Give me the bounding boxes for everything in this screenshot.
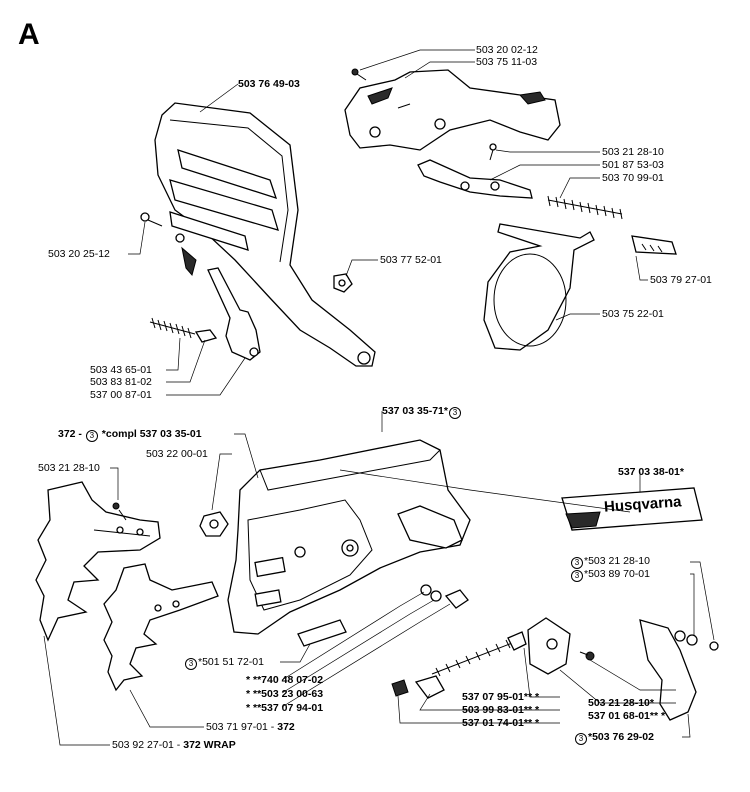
circle-mark: 3 <box>85 430 98 442</box>
label-503-92-27-01: 503 92 27-01 - 372 WRAP <box>112 739 236 751</box>
leader-lines <box>43 49 715 746</box>
brake-spring <box>547 195 623 220</box>
label-503-92-27-01-text: 503 92 27-01 - <box>112 739 181 751</box>
label-503-21-28-10-right-text: *503 21 28-10 <box>584 555 650 567</box>
brake-latch <box>417 159 533 199</box>
label-503-76-49-03: 503 76 49-03 <box>238 78 300 90</box>
chain-brake-handle <box>154 102 376 367</box>
sheet-letter: A <box>18 18 40 51</box>
circle-mark: 3 <box>448 407 461 419</box>
label-503-71-97-01-text: 503 71 97-01 - <box>206 721 275 733</box>
circle-mark: 3 <box>575 733 587 745</box>
nut-503-77-52-01 <box>333 273 353 293</box>
label-503-76-29-02-text: *503 76 29-02 <box>588 731 654 743</box>
brake-lever <box>207 267 261 361</box>
spring-holder <box>631 235 677 255</box>
label-503-77-52-01: 503 77 52-01 <box>380 254 442 266</box>
label-compl-372-prefix: 372 - <box>58 428 82 440</box>
label-503-99-83-01: 503 99 83-01** * <box>462 704 540 716</box>
label-503-79-27-01: 503 79 27-01 <box>650 274 712 286</box>
washer-set <box>420 584 469 609</box>
brake-band <box>483 223 595 351</box>
screw-503-20-02-12 <box>351 68 367 81</box>
label-503-21-28-10-left: 503 21 28-10 <box>38 462 100 474</box>
label-503-21-28-10-top: 503 21 28-10 <box>602 146 664 158</box>
label-537-01-68-01: 537 01 68-01** * <box>588 710 666 722</box>
label-537-01-74-01: 537 01 74-01** * <box>462 717 540 729</box>
tensioner-nut <box>391 675 445 699</box>
label-503-20-25-12: 503 20 25-12 <box>48 248 110 260</box>
bumper-spike-wrap <box>35 481 161 642</box>
label-503-75-22-01: 503 75 22-01 <box>602 308 664 320</box>
label-503-83-81-02: 503 83 81-02 <box>90 376 152 388</box>
screw-503-20-25-12 <box>140 212 163 227</box>
label-537-07-95-01: 537 07 95-01** * <box>462 691 540 703</box>
label-740-48-07-02: * **740 48 07-02 <box>246 674 324 686</box>
circle-mark: 3 <box>571 570 583 582</box>
circle-mark: 3 <box>571 557 583 569</box>
label-503-76-29-02: 3*503 76 29-02 <box>574 731 654 745</box>
label-503-20-02-12: 503 20 02-12 <box>476 44 538 56</box>
circle-mark: 3 <box>185 658 197 670</box>
tensioner-cover <box>527 617 571 675</box>
label-503-22-00-01: 503 22 00-01 <box>146 448 208 460</box>
husqvarna-decal <box>561 487 703 531</box>
spring-small <box>149 317 196 339</box>
label-503-71-97-01: 503 71 97-01 - 372 <box>206 721 295 733</box>
label-503-43-65-01: 503 43 65-01 <box>90 364 152 376</box>
screw-503-21-28-10 <box>489 143 497 161</box>
label-503-75-11-03: 503 75 11-03 <box>476 56 538 68</box>
label-503-89-70-01-text: *503 89 70-01 <box>584 568 650 580</box>
screw-503-21-28-10-left <box>112 502 127 521</box>
label-503-23-00-63: * **503 23 00-63 <box>246 688 324 700</box>
bumper-spike-372 <box>103 563 219 692</box>
label-501-51-72-01-text: *501 51 72-01 <box>198 656 264 668</box>
label-compl-372-text: *compl 537 03 35-01 <box>101 428 202 440</box>
label-503-89-70-01: 3*503 89 70-01 <box>570 568 650 582</box>
label-503-21-28-10-bottom: 503 21 28-10* <box>588 697 654 709</box>
rubber-pad <box>297 619 347 647</box>
washers-right <box>674 630 719 651</box>
label-501-87-53-03: 501 87 53-03 <box>602 159 664 171</box>
label-503-92-27-01-suffix: 372 WRAP <box>183 739 236 751</box>
tensioner-screw <box>431 631 527 677</box>
label-503-70-99-01: 503 70 99-01 <box>602 172 664 184</box>
label-537-03-38-01: 537 03 38-01* <box>618 466 684 478</box>
label-compl-372: 372 - 3 *compl 537 03 35-01 <box>58 428 202 442</box>
label-503-21-28-10-right: 3*503 21 28-10 <box>570 555 650 569</box>
screw-503-21-28-10-bottom <box>579 651 595 661</box>
label-537-00-87-01: 537 00 87-01 <box>90 389 152 401</box>
nut-503-22-00-01 <box>199 511 229 537</box>
label-503-71-97-01-suffix: 372 <box>277 721 295 733</box>
pin-part <box>194 329 218 343</box>
label-537-07-94-01: * **537 07 94-01 <box>246 702 324 714</box>
label-537-03-35-71: 537 03 35-71*3 <box>382 405 462 419</box>
clutch-cover <box>227 439 471 635</box>
brake-cover-plate <box>344 69 561 151</box>
bar-guide-plate <box>639 619 697 721</box>
label-537-03-35-71-text: 537 03 35-71* <box>382 405 448 417</box>
label-501-51-72-01: 3*501 51 72-01 <box>184 656 264 670</box>
